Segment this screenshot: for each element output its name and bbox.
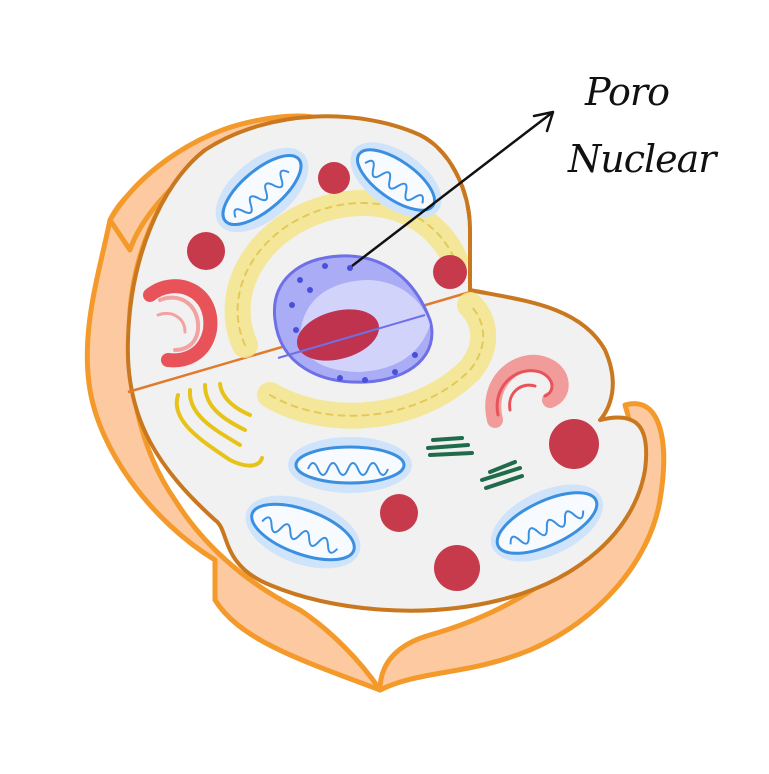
mitochondrion	[245, 495, 361, 569]
nucleolus	[296, 309, 380, 361]
mitochondrion	[215, 147, 309, 233]
mitochondrion	[490, 484, 604, 562]
golgi-stack	[174, 382, 264, 468]
vesicle	[380, 494, 418, 532]
vesicles	[187, 162, 599, 591]
golgi-apparatus	[224, 190, 497, 429]
rough-er-left	[143, 279, 218, 368]
vesicle	[433, 255, 467, 289]
cut-edge	[419, 133, 472, 290]
vesicle	[318, 162, 350, 194]
ribosomes	[426, 436, 524, 490]
label-arrow	[351, 110, 555, 267]
label-line1: Poro	[584, 70, 669, 114]
mitochondrion	[288, 437, 412, 493]
rough-er-right	[485, 354, 569, 428]
label-line2: Nuclear	[567, 137, 719, 181]
nuclear-pores	[289, 263, 418, 383]
mitochondria	[215, 142, 604, 569]
vesicle	[549, 419, 599, 469]
vesicle	[434, 545, 480, 591]
nucleus	[272, 254, 434, 384]
mitochondrion	[350, 142, 442, 218]
vesicle	[187, 232, 225, 270]
